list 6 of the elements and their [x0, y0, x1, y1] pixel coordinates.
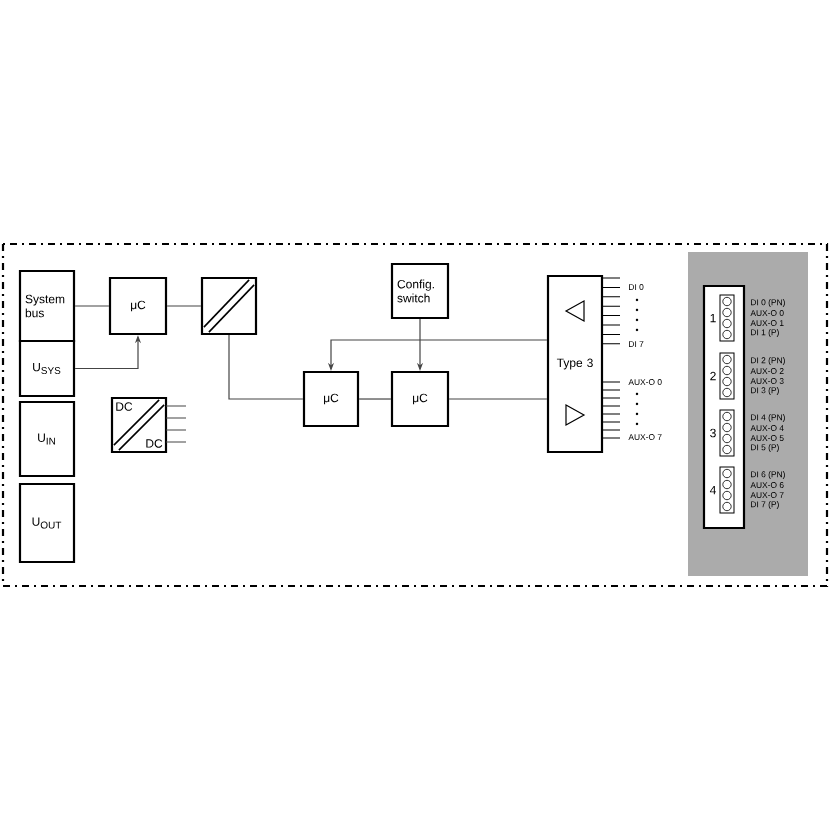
connector-line — [448, 398, 548, 400]
connector-line — [358, 398, 392, 400]
connector-line — [228, 334, 304, 400]
connector-line — [166, 305, 202, 307]
connector-line — [74, 305, 110, 307]
converter-box — [200, 276, 258, 336]
